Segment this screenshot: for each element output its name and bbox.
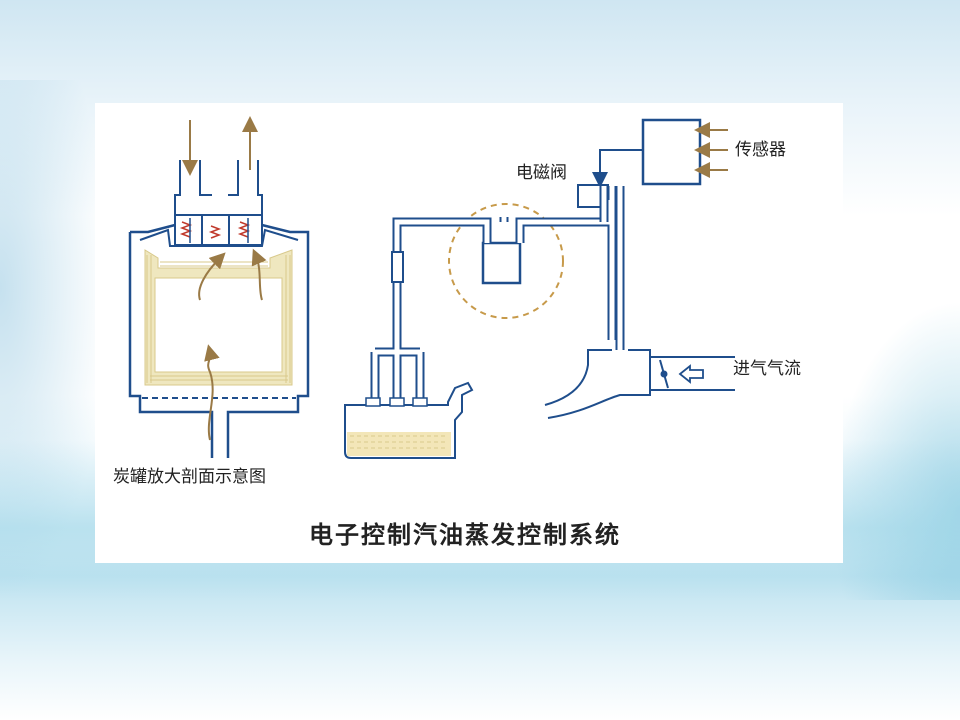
- canister-top-funnel: [139, 228, 299, 247]
- activated-carbon-layer: [144, 249, 293, 386]
- inline-filter: [391, 251, 404, 283]
- intake-manifold: [544, 349, 735, 419]
- small-canister: [481, 241, 522, 285]
- label-solenoid-valve: 电磁阀: [516, 163, 567, 183]
- vacuum-pipes: [392, 186, 625, 350]
- sensor-box: [641, 118, 702, 186]
- canister-body: [128, 223, 310, 458]
- spring-icon: [237, 221, 251, 238]
- spring-icon: [208, 225, 222, 239]
- airflow-arrow-icon: [678, 364, 704, 384]
- label-canister-section: 炭罐放大剖面示意图: [113, 467, 266, 487]
- tank-manifold: [370, 330, 425, 400]
- label-intake-airflow: 进气气流: [733, 359, 801, 379]
- label-sensor: 传感器: [735, 140, 786, 160]
- flow-arrow-bottom: [204, 344, 220, 441]
- diagram-caption: 电子控制汽油蒸发控制系统: [309, 521, 621, 549]
- canister-diagram: [128, 116, 310, 458]
- canister-top-pipes: [174, 160, 263, 215]
- spring-icon: [179, 221, 193, 238]
- highlight-circle: [448, 203, 564, 319]
- flow-arrow-left: [198, 252, 226, 301]
- fuel-tank: [344, 381, 474, 459]
- flow-arrow-right: [251, 248, 267, 301]
- carbon-bead-texture: [146, 255, 291, 383]
- slide-panel: [95, 103, 843, 563]
- control-signal-line: [592, 149, 643, 188]
- system-diagram: [344, 118, 735, 459]
